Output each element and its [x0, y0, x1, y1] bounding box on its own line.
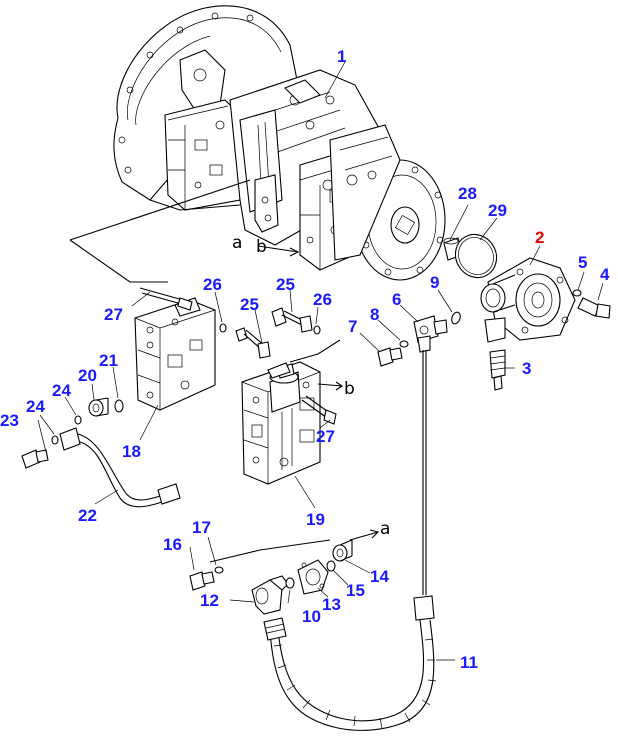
- callout-9: 9: [430, 273, 439, 292]
- callout-14: 14: [370, 567, 389, 586]
- callout-13: 13: [322, 595, 341, 614]
- callout-5: 5: [578, 253, 587, 272]
- washer-8: [399, 340, 409, 348]
- oring-9: [451, 311, 461, 325]
- reference-letters: a b b a: [232, 233, 390, 539]
- callout-12: 12: [200, 591, 219, 610]
- washer-17: [214, 566, 224, 574]
- reference-lines: [69, 179, 380, 563]
- valve-block-19: [241, 361, 321, 485]
- ref-b-mid: b: [344, 379, 355, 399]
- callout-11: 11: [460, 653, 478, 672]
- pipe-22: [59, 427, 181, 508]
- oring-29: [454, 233, 498, 279]
- hose-11: [269, 595, 437, 731]
- callout-27b: 27: [316, 427, 335, 446]
- callout-20: 20: [78, 366, 97, 385]
- callout-19: 19: [306, 510, 325, 529]
- callout-18: 18: [122, 442, 141, 461]
- callout-25b: 25: [276, 275, 295, 294]
- bolt-25a: [235, 327, 271, 359]
- fitting-20: [88, 397, 109, 417]
- bolt-16: [189, 571, 215, 591]
- fitting-3: [489, 349, 506, 391]
- callout-26a: 26: [203, 275, 222, 294]
- tee-fitting-6: [413, 315, 448, 353]
- ref-b-top: b: [256, 237, 267, 257]
- flange-13: [297, 559, 329, 595]
- callout-16: 16: [163, 535, 182, 554]
- bolt-7: [377, 347, 403, 367]
- callout-24a: 24: [52, 381, 71, 400]
- callout-28: 28: [458, 184, 477, 203]
- callout-25a: 25: [240, 295, 259, 314]
- callout-22: 22: [78, 506, 97, 525]
- oring-21: [114, 399, 124, 413]
- hose-fitting: [263, 617, 287, 641]
- callout-21: 21: [99, 351, 118, 370]
- main-pump-assembly: [113, 5, 446, 281]
- callout-17: 17: [192, 518, 211, 537]
- callout-10: 10: [302, 607, 321, 626]
- oring-10: [285, 577, 295, 589]
- fitting-14: [332, 539, 353, 562]
- washer-26a: [219, 323, 227, 333]
- gear-pump-assembly: [480, 257, 576, 343]
- oring-24b: [51, 435, 59, 445]
- ref-a-top: a: [232, 233, 242, 253]
- oring-24a: [74, 415, 82, 425]
- bolt-25b: [271, 307, 313, 333]
- leader-lines: [37, 61, 604, 661]
- callout-labels: 1 2 3 4 5 6 7 8 9 10 11 12 13 14 15 16 1…: [0, 47, 610, 672]
- callout-27a: 27: [104, 305, 123, 324]
- bolt-4: [577, 297, 611, 319]
- washer-5: [572, 289, 582, 297]
- callout-8: 8: [370, 305, 379, 324]
- callout-4: 4: [600, 265, 610, 284]
- housing-bolts: [118, 12, 254, 174]
- callout-15: 15: [346, 581, 365, 600]
- elbow-12: [251, 575, 289, 615]
- callout-23: 23: [0, 411, 19, 430]
- valve-block-18: [134, 297, 216, 411]
- callout-7: 7: [348, 317, 357, 336]
- bolt-23: [21, 449, 49, 469]
- oring-15: [326, 560, 336, 572]
- callout-26b: 26: [313, 290, 332, 309]
- callout-3: 3: [522, 359, 531, 378]
- ref-a-bottom: a: [380, 519, 390, 539]
- washer-26b: [313, 325, 321, 335]
- callout-2: 2: [535, 228, 544, 247]
- callout-1: 1: [337, 47, 346, 66]
- bolt-27a: [139, 287, 193, 311]
- bolt-27b: [301, 395, 337, 425]
- callout-29: 29: [488, 201, 507, 220]
- callout-6: 6: [392, 290, 401, 309]
- callout-24b: 24: [26, 397, 45, 416]
